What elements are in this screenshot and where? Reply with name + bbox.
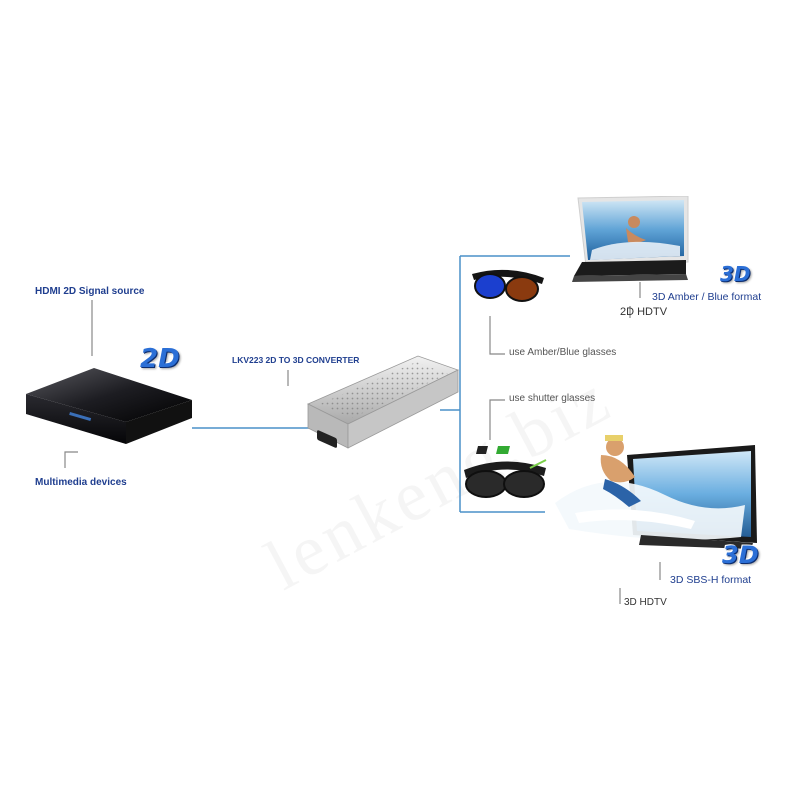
badge-3d-top: 3D — [720, 262, 751, 286]
signal-source-label: HDMI 2D Signal source — [35, 286, 145, 297]
multimedia-devices-label: Multimedia devices — [35, 477, 127, 488]
badge-3d-bottom: 3D — [722, 541, 759, 569]
shutter-glasses-image — [464, 446, 547, 498]
top-tv-label: 2D HDTV — [620, 306, 668, 318]
converter-device-image — [307, 355, 460, 449]
shutter-glasses-label: use shutter glasses — [509, 393, 596, 404]
top-hdtv-image — [572, 196, 689, 282]
amber-blue-glasses-label: use Amber/Blue glasses — [509, 347, 617, 358]
callout-multimedia — [64, 451, 78, 468]
bottom-hdtv-image — [555, 435, 757, 549]
badge-2d: 2D — [140, 344, 180, 374]
bottom-tv-label: 3D HDTV — [624, 597, 667, 608]
sbs-h-format-label: 3D SBS-H format — [670, 574, 752, 586]
media-player-image — [26, 368, 192, 444]
callout-shutter-glasses — [489, 399, 505, 440]
callout-amber-glasses — [489, 316, 505, 355]
amber-blue-glasses-image — [472, 269, 544, 302]
amber-blue-format-label: 3D Amber / Blue format — [652, 291, 762, 303]
converter-label: LKV223 2D TO 3D CONVERTER — [232, 355, 360, 365]
